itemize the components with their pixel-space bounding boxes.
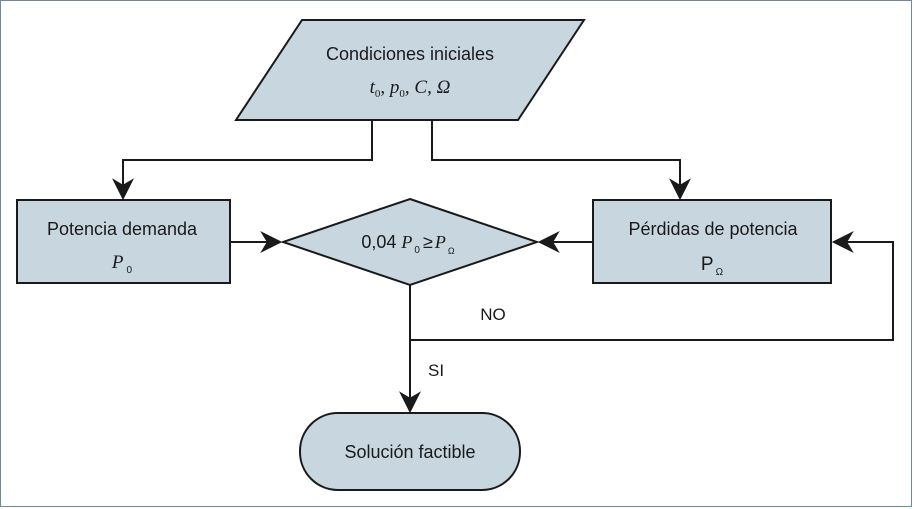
parallelogram-shape <box>234 19 586 121</box>
edge-decision-no-to-losses <box>410 231 894 341</box>
demand-title: Potencia demanda <box>47 219 198 239</box>
losses-box <box>592 199 832 284</box>
edge-label-si: SI <box>428 361 444 380</box>
edge-inputs-to-losses <box>431 120 691 201</box>
decision-diamond <box>279 197 541 287</box>
losses-title: Pérdidas de potencia <box>628 219 798 239</box>
result-terminal <box>299 412 521 491</box>
node-inputs: Condiciones iniciales t0, p0, C, Ω <box>234 19 586 121</box>
node-result: Solución factible <box>299 412 521 491</box>
edge-inputs-to-demand <box>112 120 373 201</box>
edge-label-no: NO <box>480 305 506 324</box>
demand-box <box>16 199 231 284</box>
connectors <box>112 120 894 414</box>
inputs-vars: t0, p0, C, Ω <box>370 77 451 100</box>
inputs-title: Condiciones iniciales <box>326 44 494 64</box>
result-title: Solución factible <box>344 442 475 462</box>
